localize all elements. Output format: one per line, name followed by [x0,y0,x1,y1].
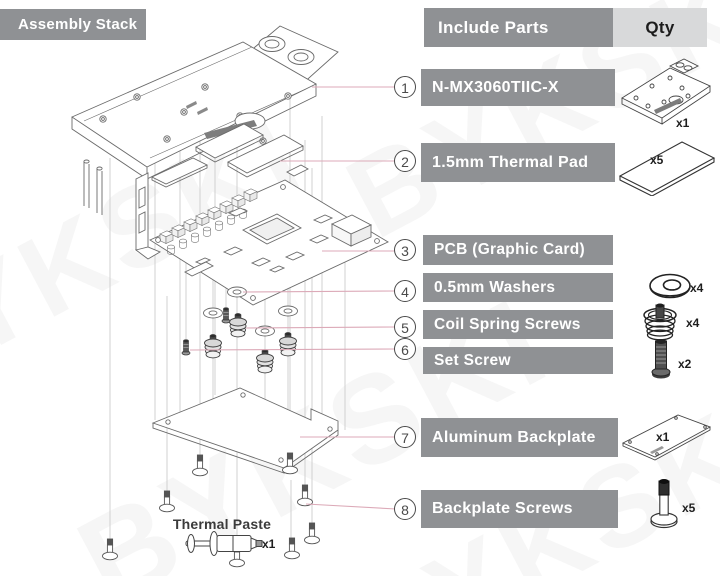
page-title: Assembly Stack [0,9,146,40]
backplate-screw-icon [650,479,678,529]
qty-water-block: x1 [676,116,690,130]
set-screws-drawing [181,307,231,356]
thermal-paste-syringe [185,531,263,556]
water-block-drawing [71,25,339,215]
backplate-icon [621,414,712,461]
part-label-backplate-screws: Backplate Screws [421,490,618,528]
part-label-pcb: PCB (Graphic Card) [423,235,613,265]
qty-thermal-paste: x1 [262,537,276,551]
springs-drawing [204,313,297,374]
set-screw-icon [651,339,671,379]
part-number-badge: 3 [394,239,416,261]
part-number-badge: 8 [394,498,416,520]
washer-icon [649,273,691,299]
backplate-drawing [151,387,339,474]
table-header-qty: Qty [613,8,707,47]
qty-washers: x4 [690,281,704,295]
thermal-paste-label: Thermal Paste [172,516,272,532]
qty-aluminum-backplate: x1 [656,430,670,444]
part-number-badge: 1 [394,76,416,98]
pcb-drawing [134,172,389,306]
table-header-include-parts: Include Parts [424,8,613,47]
qty-thermal-pad: x5 [650,153,664,167]
thermal-pads-drawing [150,123,309,188]
part-number-badge: 2 [394,150,416,172]
qty-coil-spring-screws: x4 [686,316,700,330]
part-label-set-screw: Set Screw [423,347,613,374]
thermal-pad-icon [618,141,716,196]
part-number-badge: 5 [394,316,416,338]
qty-backplate-screws: x5 [682,501,696,515]
backplate-screws-drawing [102,452,320,568]
part-label-water-block: N-MX3060TIIC-X [421,69,615,106]
part-label-thermal-pad: 1.5mm Thermal Pad [421,143,615,182]
part-number-badge: 6 [394,338,416,360]
part-number-badge: 7 [394,426,416,448]
washers-drawing [203,286,298,337]
part-label-aluminum-backplate: Aluminum Backplate [421,418,618,457]
part-label-washers: 0.5mm Washers [423,273,613,302]
part-label-coil-spring-screws: Coil Spring Screws [423,310,613,339]
leader-lines [189,86,397,510]
part-number-badge: 4 [394,280,416,302]
qty-set-screw: x2 [678,357,692,371]
water-block-icon [621,58,711,125]
